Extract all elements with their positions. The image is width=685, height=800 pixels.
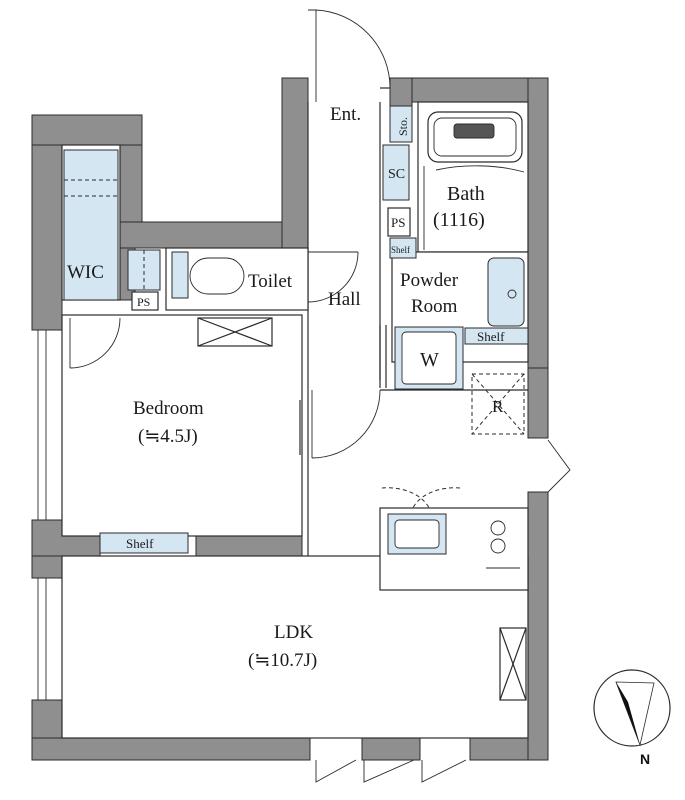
- label-toilet: Toilet: [248, 271, 293, 292]
- ldk-cabinet-mark: [499, 627, 527, 701]
- label-bedroom: Bedroom: [133, 398, 204, 419]
- interior-lines: [61, 101, 529, 739]
- label-hall: Hall: [328, 289, 361, 310]
- label-refrigerator: R: [492, 397, 504, 416]
- label-ps-bath: PS: [391, 215, 405, 230]
- entrance-door: [308, 9, 391, 102]
- label-wic: WIC: [67, 262, 104, 283]
- label-shelf-small: Shelf: [391, 245, 410, 255]
- label-bath: Bath: [447, 183, 485, 205]
- label-bedroom-size: (≒4.5J): [138, 426, 198, 447]
- storage-cabinet: [389, 105, 413, 143]
- bedroom-closet-mark: [197, 317, 273, 347]
- label-shelf-bedroom: Shelf: [126, 536, 154, 551]
- label-washer: W: [420, 349, 439, 371]
- washer-area: [394, 326, 464, 390]
- label-entrance: Ent.: [330, 104, 361, 125]
- bathtub: [423, 111, 525, 250]
- compass-north-label: N: [640, 751, 650, 767]
- label-bath-size: (1116): [433, 209, 485, 231]
- label-ldk-size: (≒10.7J): [248, 650, 317, 671]
- label-shelf-powder: Shelf: [477, 329, 505, 344]
- powder-sink: [487, 257, 525, 327]
- doors: [69, 251, 571, 783]
- shelf-bedroom-box: [99, 532, 189, 554]
- label-ps-wic: PS: [137, 295, 150, 309]
- left-windows: [37, 330, 47, 700]
- toilet-fixture: [171, 251, 245, 299]
- wic-shelving: [63, 149, 161, 311]
- shoe-cabinet: [382, 144, 410, 201]
- shelf-powder-box: [464, 327, 529, 345]
- label-ldk: LDK: [274, 622, 313, 643]
- shelf-box-small: [389, 237, 417, 259]
- kitchen-counter: [379, 487, 529, 591]
- label-powder-room-2: Room: [411, 296, 458, 317]
- refrigerator-space: [471, 373, 525, 435]
- label-powder-room-1: Powder: [400, 270, 459, 291]
- label-storage: Sto.: [396, 117, 410, 136]
- label-shoe-cabinet: SC: [388, 167, 405, 182]
- ps-box-bath: [387, 207, 411, 237]
- north-arrow-icon: [593, 669, 671, 747]
